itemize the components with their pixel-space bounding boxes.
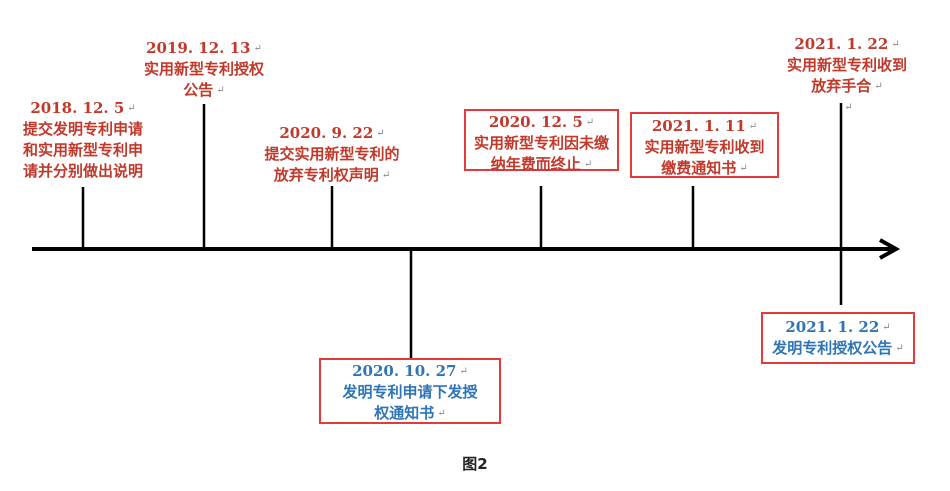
- event-desc-line: 和实用新型专利申: [22, 141, 143, 159]
- event-2019-12-13-label: 2019. 12. 13↵ 实用新型专利授权 公告↵: [128, 38, 280, 101]
- paragraph-mark-icon: ↵: [585, 117, 595, 128]
- event-desc-line: 实用新型专利收到: [644, 138, 765, 156]
- paragraph-mark-icon: ↵: [216, 85, 225, 96]
- event-date: 2021. 1. 11: [651, 117, 746, 135]
- paragraph-mark-icon: ↵: [376, 128, 385, 139]
- event-desc-line: 权通知书: [374, 404, 435, 422]
- paragraph-mark-icon: ↵: [127, 103, 136, 114]
- event-desc-line: 实用新型专利因未缴: [473, 134, 609, 152]
- event-desc-line: 请并分别做出说明: [22, 162, 143, 180]
- paragraph-mark-icon: ↵: [895, 343, 904, 354]
- event-desc-line: 发明专利授权公告: [772, 339, 893, 357]
- paragraph-mark-icon: ↵: [437, 408, 446, 419]
- event-2018-12-5-label: 2018. 12. 5↵ 提交发明专利申请 和实用新型专利申 请并分别做出说明: [4, 98, 162, 182]
- paragraph-mark-icon: ↵: [748, 121, 758, 132]
- paragraph-mark-icon: ↵: [583, 159, 593, 170]
- event-desc-line: 提交发明专利申请: [22, 120, 143, 138]
- timeline-arrowhead: [879, 238, 901, 260]
- event-date: 2020. 10. 27: [352, 362, 457, 380]
- paragraph-mark-icon: ↵: [891, 39, 900, 50]
- event-date: 2020. 9. 22: [279, 124, 374, 142]
- event-date: 2020. 12. 5: [488, 113, 583, 131]
- paragraph-mark-icon: ↵: [874, 81, 883, 92]
- event-desc-line: 纳年费而终止: [490, 155, 581, 173]
- figure-caption: 图2: [462, 455, 488, 473]
- paragraph-mark-icon: ↵: [739, 163, 748, 174]
- event-2021-1-11-box: 2021. 1. 11↵ 实用新型专利收到 缴费通知书↵: [630, 112, 779, 178]
- event-desc-line: 实用新型专利收到: [786, 56, 907, 74]
- event-desc-line: 发明专利申请下发授: [342, 383, 478, 401]
- event-desc-line: 缴费通知书: [661, 159, 737, 177]
- paragraph-mark-icon: ↵: [844, 102, 853, 113]
- event-desc-line: 公告: [183, 81, 214, 99]
- paragraph-mark-icon: ↵: [882, 322, 891, 333]
- event-date: 2019. 12. 13: [146, 39, 251, 57]
- event-2021-1-22-utility-label: 2021. 1. 22↵ 实用新型专利收到 放弃手合↵ ↵: [772, 34, 922, 118]
- event-date: 2021. 1. 22: [794, 35, 889, 53]
- event-2020-10-27-box: 2020. 10. 27↵ 发明专利申请下发授 权通知书↵: [319, 358, 501, 424]
- paragraph-mark-icon: ↵: [459, 366, 468, 377]
- event-date: 2018. 12. 5: [30, 99, 125, 117]
- paragraph-mark-icon: ↵: [381, 170, 391, 181]
- event-2021-1-22-invention-box: 2021. 1. 22↵ 发明专利授权公告↵: [761, 312, 915, 364]
- event-desc-line: 放弃专利权声明: [273, 166, 379, 184]
- paragraph-mark-icon: ↵: [253, 43, 262, 54]
- event-desc-line: 提交实用新型专利的: [264, 145, 400, 163]
- event-date: 2021. 1. 22: [785, 318, 880, 336]
- event-desc-line: 放弃手合: [811, 77, 872, 95]
- event-2020-9-22-label: 2020. 9. 22↵ 提交实用新型专利的 放弃专利权声明↵: [245, 123, 419, 186]
- event-desc-line: 实用新型专利授权: [143, 60, 264, 78]
- event-2020-12-5-box: 2020. 12. 5↵ 实用新型专利因未缴 纳年费而终止↵: [464, 109, 619, 173]
